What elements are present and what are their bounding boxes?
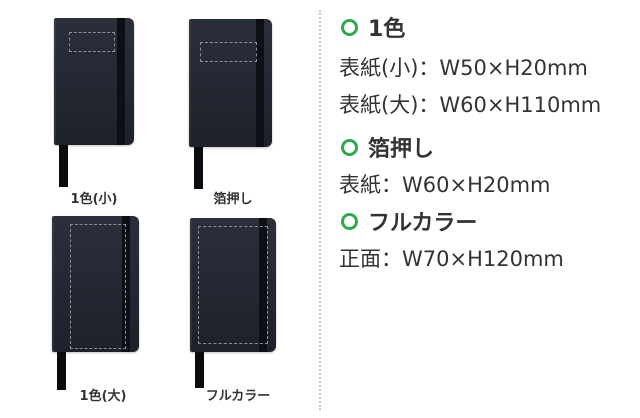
spec-line: 表紙(大)：W60×H110mm bbox=[339, 93, 602, 117]
print-area-small bbox=[69, 32, 115, 52]
print-area-large bbox=[70, 224, 126, 349]
elastic-band bbox=[122, 216, 130, 352]
print-area-foil bbox=[200, 42, 257, 62]
elastic-band bbox=[259, 218, 267, 352]
bookmark-ribbon bbox=[194, 147, 203, 189]
spec-line: 表紙(小)：W50×H20mm bbox=[339, 56, 588, 80]
elastic-band bbox=[117, 18, 125, 145]
bookmark-ribbon bbox=[57, 352, 66, 390]
caption-1color-large: 1色(大) bbox=[79, 389, 127, 404]
caption-fullcolor: フルカラー bbox=[205, 389, 271, 404]
elastic-band bbox=[256, 19, 264, 147]
circle-bullet-icon bbox=[341, 212, 358, 230]
spec-line: 表紙：W60×H20mm bbox=[339, 173, 551, 197]
caption-1color-small: 1色(小) bbox=[70, 192, 118, 207]
spec-heading-fullcolor: フルカラー bbox=[341, 205, 477, 237]
print-area-full bbox=[198, 226, 268, 344]
circle-bullet-icon bbox=[341, 138, 358, 156]
vertical-divider bbox=[319, 10, 321, 410]
spec-heading-text: 箔押し bbox=[368, 137, 435, 162]
spec-heading-foil: 箔押し bbox=[341, 131, 434, 163]
bookmark-ribbon bbox=[59, 145, 68, 187]
spec-line: 正面：W70×H120mm bbox=[339, 247, 564, 271]
spec-heading-text: 1色 bbox=[368, 17, 406, 42]
spec-heading-1color: 1色 bbox=[341, 11, 405, 43]
spec-heading-text: フルカラー bbox=[368, 211, 478, 236]
caption-foil: 箔押し bbox=[213, 192, 253, 207]
bookmark-ribbon bbox=[195, 352, 204, 388]
circle-bullet-icon bbox=[341, 18, 358, 36]
